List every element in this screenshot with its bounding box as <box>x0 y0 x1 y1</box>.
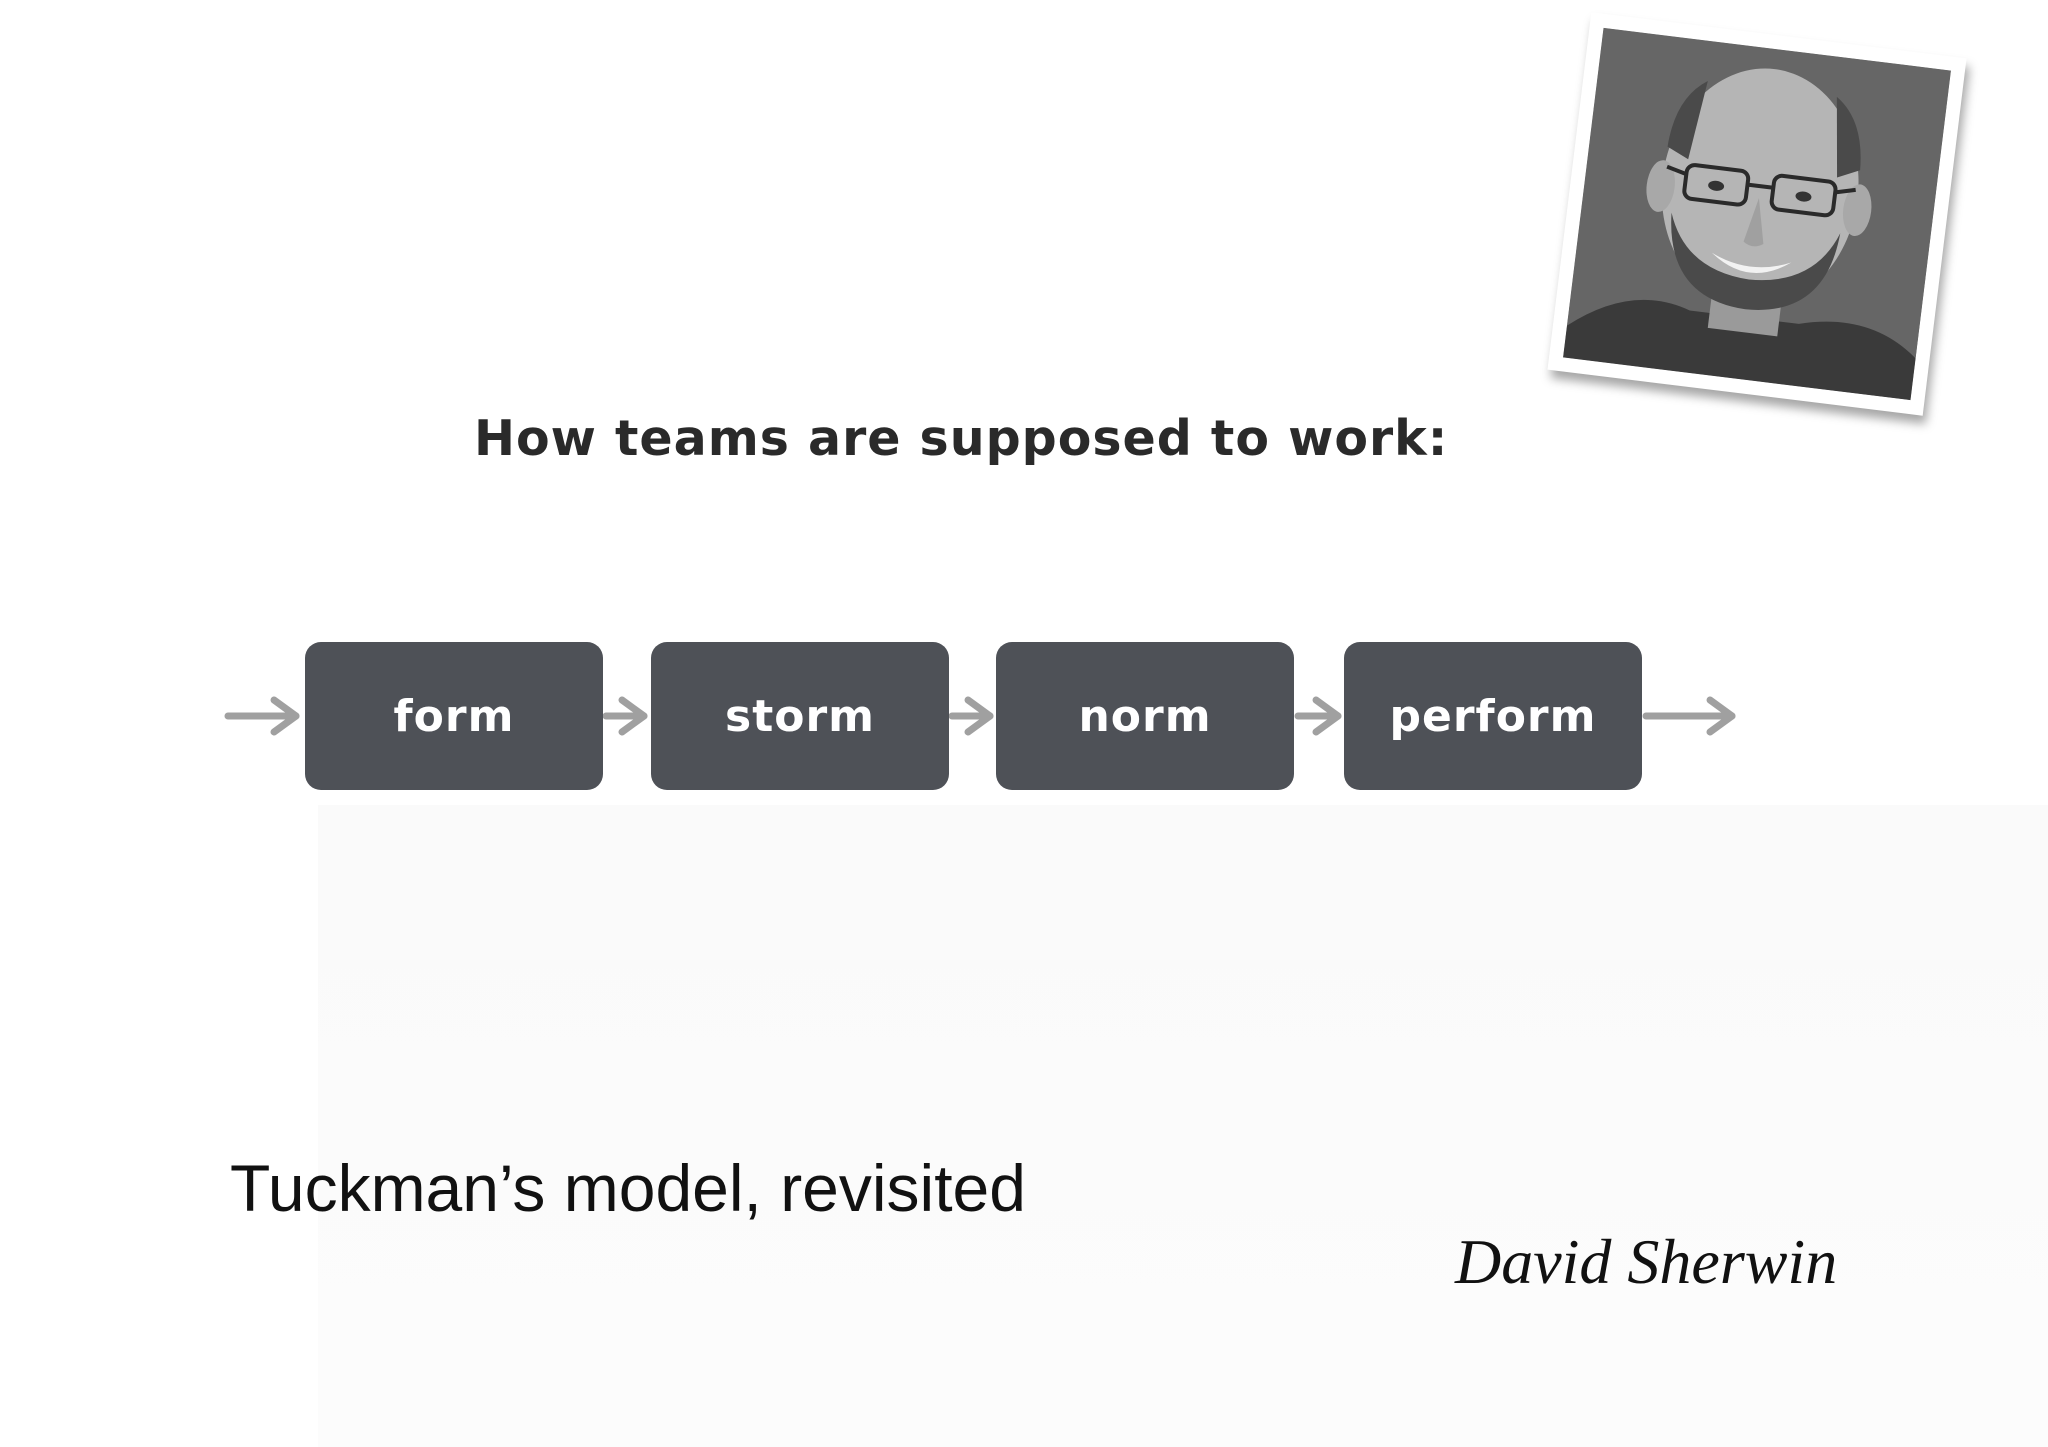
stage-storm: storm <box>651 642 949 790</box>
arrow-icon <box>1642 696 1736 736</box>
slide-subtitle: Tuckman’s model, revisited <box>230 1151 1026 1225</box>
stage-label: storm <box>725 690 875 742</box>
stage-norm: norm <box>996 642 1294 790</box>
stage-form: form <box>305 642 603 790</box>
stage-perform: perform <box>1344 642 1642 790</box>
author-signature: David Sherwin <box>1455 1226 1838 1297</box>
background-panel <box>318 805 2048 1447</box>
stage-label: perform <box>1389 690 1597 742</box>
stage-label: norm <box>1078 690 1212 742</box>
portrait-photo-frame <box>1547 12 1967 416</box>
portrait-photo <box>1563 27 1951 401</box>
person-portrait-icon <box>1563 27 1951 401</box>
arrow-icon <box>948 696 994 736</box>
arrow-icon <box>224 696 300 736</box>
diagram-heading: How teams are supposed to work: <box>474 410 1449 467</box>
stage-label: form <box>393 690 515 742</box>
arrow-icon <box>1294 696 1342 736</box>
arrow-icon <box>602 696 648 736</box>
